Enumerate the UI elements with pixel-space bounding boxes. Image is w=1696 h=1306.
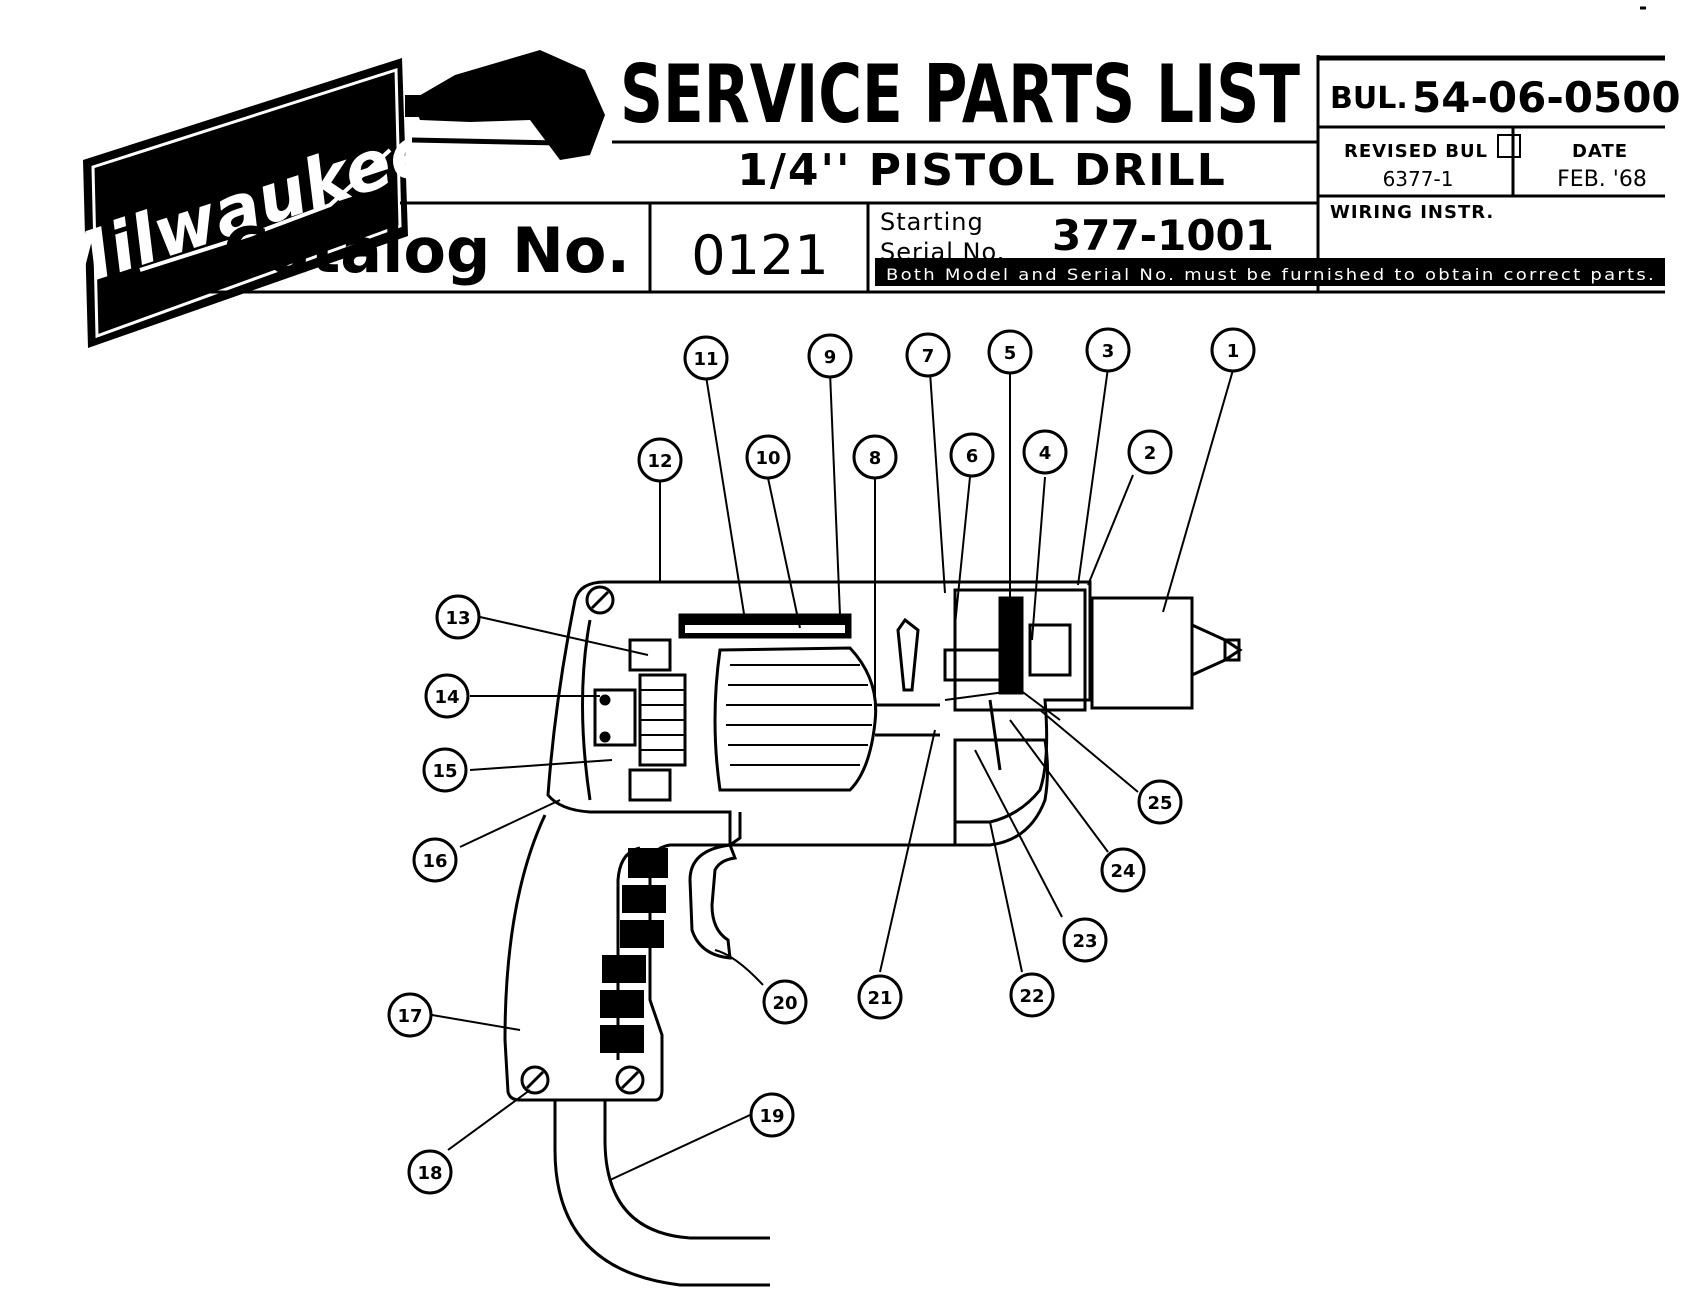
callout-number: 20	[772, 993, 797, 1014]
callouts: 1 2 3 4 5 6 7 8 9 10 11 12 13 14 15 16 1…	[387, 327, 1256, 1195]
callout-number: 15	[432, 761, 457, 782]
callout-number: 22	[1019, 986, 1044, 1007]
page-title: SERVICE PARTS LIST	[620, 48, 1300, 141]
callout-number: 4	[1039, 443, 1052, 464]
callout-number: 9	[824, 347, 837, 368]
callout-number: 17	[397, 1006, 422, 1027]
callout-22: 22	[1009, 972, 1055, 1018]
bulletin-prefix: BUL.	[1330, 81, 1408, 116]
callout-number: 24	[1110, 861, 1135, 882]
callout-10: 10	[745, 434, 791, 480]
callout-number: 1	[1227, 341, 1240, 362]
callout-number: 3	[1102, 341, 1115, 362]
callout-number: 2	[1144, 443, 1157, 464]
callout-number: 23	[1072, 931, 1097, 952]
callout-number: 7	[922, 346, 935, 367]
callout-14: 14	[424, 673, 470, 719]
wiring-label: WIRING INSTR.	[1330, 202, 1494, 223]
notice-text: Both Model and Serial No. must be furnis…	[886, 265, 1656, 284]
callout-number: 14	[434, 687, 459, 708]
date-label: DATE	[1572, 141, 1628, 162]
date-value: FEB. '68	[1557, 167, 1647, 192]
callout-number: 25	[1147, 793, 1172, 814]
callout-8: 8	[852, 434, 898, 480]
header-grid	[198, 55, 1665, 294]
revised-label: REVISED BUL	[1344, 141, 1488, 162]
revised-value: 6377-1	[1383, 167, 1454, 191]
serial-value: 377-1001	[1052, 211, 1274, 260]
callout-number: 10	[755, 448, 780, 469]
callout-leaders	[431, 367, 1234, 1181]
callout-number: 11	[693, 349, 718, 370]
callout-number: 6	[966, 446, 979, 467]
callout-17: 17	[387, 992, 433, 1038]
callout-25: 25	[1137, 779, 1183, 825]
page-subtitle: 1/4'' PISTOL DRILL	[737, 145, 1227, 196]
callout-19: 19	[749, 1092, 795, 1138]
callout-7: 7	[905, 332, 951, 378]
callout-4: 4	[1022, 429, 1068, 475]
callout-15: 15	[422, 747, 468, 793]
checkbox-icon	[1497, 134, 1521, 158]
callout-number: 13	[445, 608, 470, 629]
bulletin-number: 54-06-0500	[1412, 73, 1681, 122]
callout-number: 5	[1004, 343, 1017, 364]
callout-13: 13	[435, 594, 481, 640]
callout-6: 6	[949, 432, 995, 478]
callout-number: 18	[417, 1163, 442, 1184]
starting-label: Starting	[880, 208, 984, 236]
catalog-label: Catalog No.	[223, 214, 630, 287]
catalog-value: 0121	[691, 224, 828, 287]
callout-number: 8	[869, 448, 882, 469]
callout-20: 20	[762, 979, 808, 1025]
callout-number: 16	[422, 851, 447, 872]
callout-12: 12	[637, 437, 683, 483]
callout-18: 18	[407, 1149, 453, 1195]
drill-illustration	[503, 580, 1243, 1287]
callout-11: 11	[683, 335, 729, 381]
callout-3: 3	[1085, 327, 1131, 373]
callout-1: 1	[1210, 327, 1256, 373]
callout-9: 9	[807, 333, 853, 379]
callout-number: 19	[759, 1106, 784, 1127]
callout-number: 12	[647, 451, 672, 472]
callout-16: 16	[412, 837, 458, 883]
callout-number: 21	[867, 988, 892, 1009]
notice-band	[875, 258, 1665, 286]
callout-21: 21	[857, 974, 903, 1020]
callout-2: 2	[1127, 429, 1173, 475]
callout-23: 23	[1062, 917, 1108, 963]
milwaukee-logo: Milwaukee	[34, 58, 445, 348]
callout-24: 24	[1100, 847, 1146, 893]
callout-5: 5	[987, 329, 1033, 375]
drill-silhouette-icon	[405, 50, 605, 160]
